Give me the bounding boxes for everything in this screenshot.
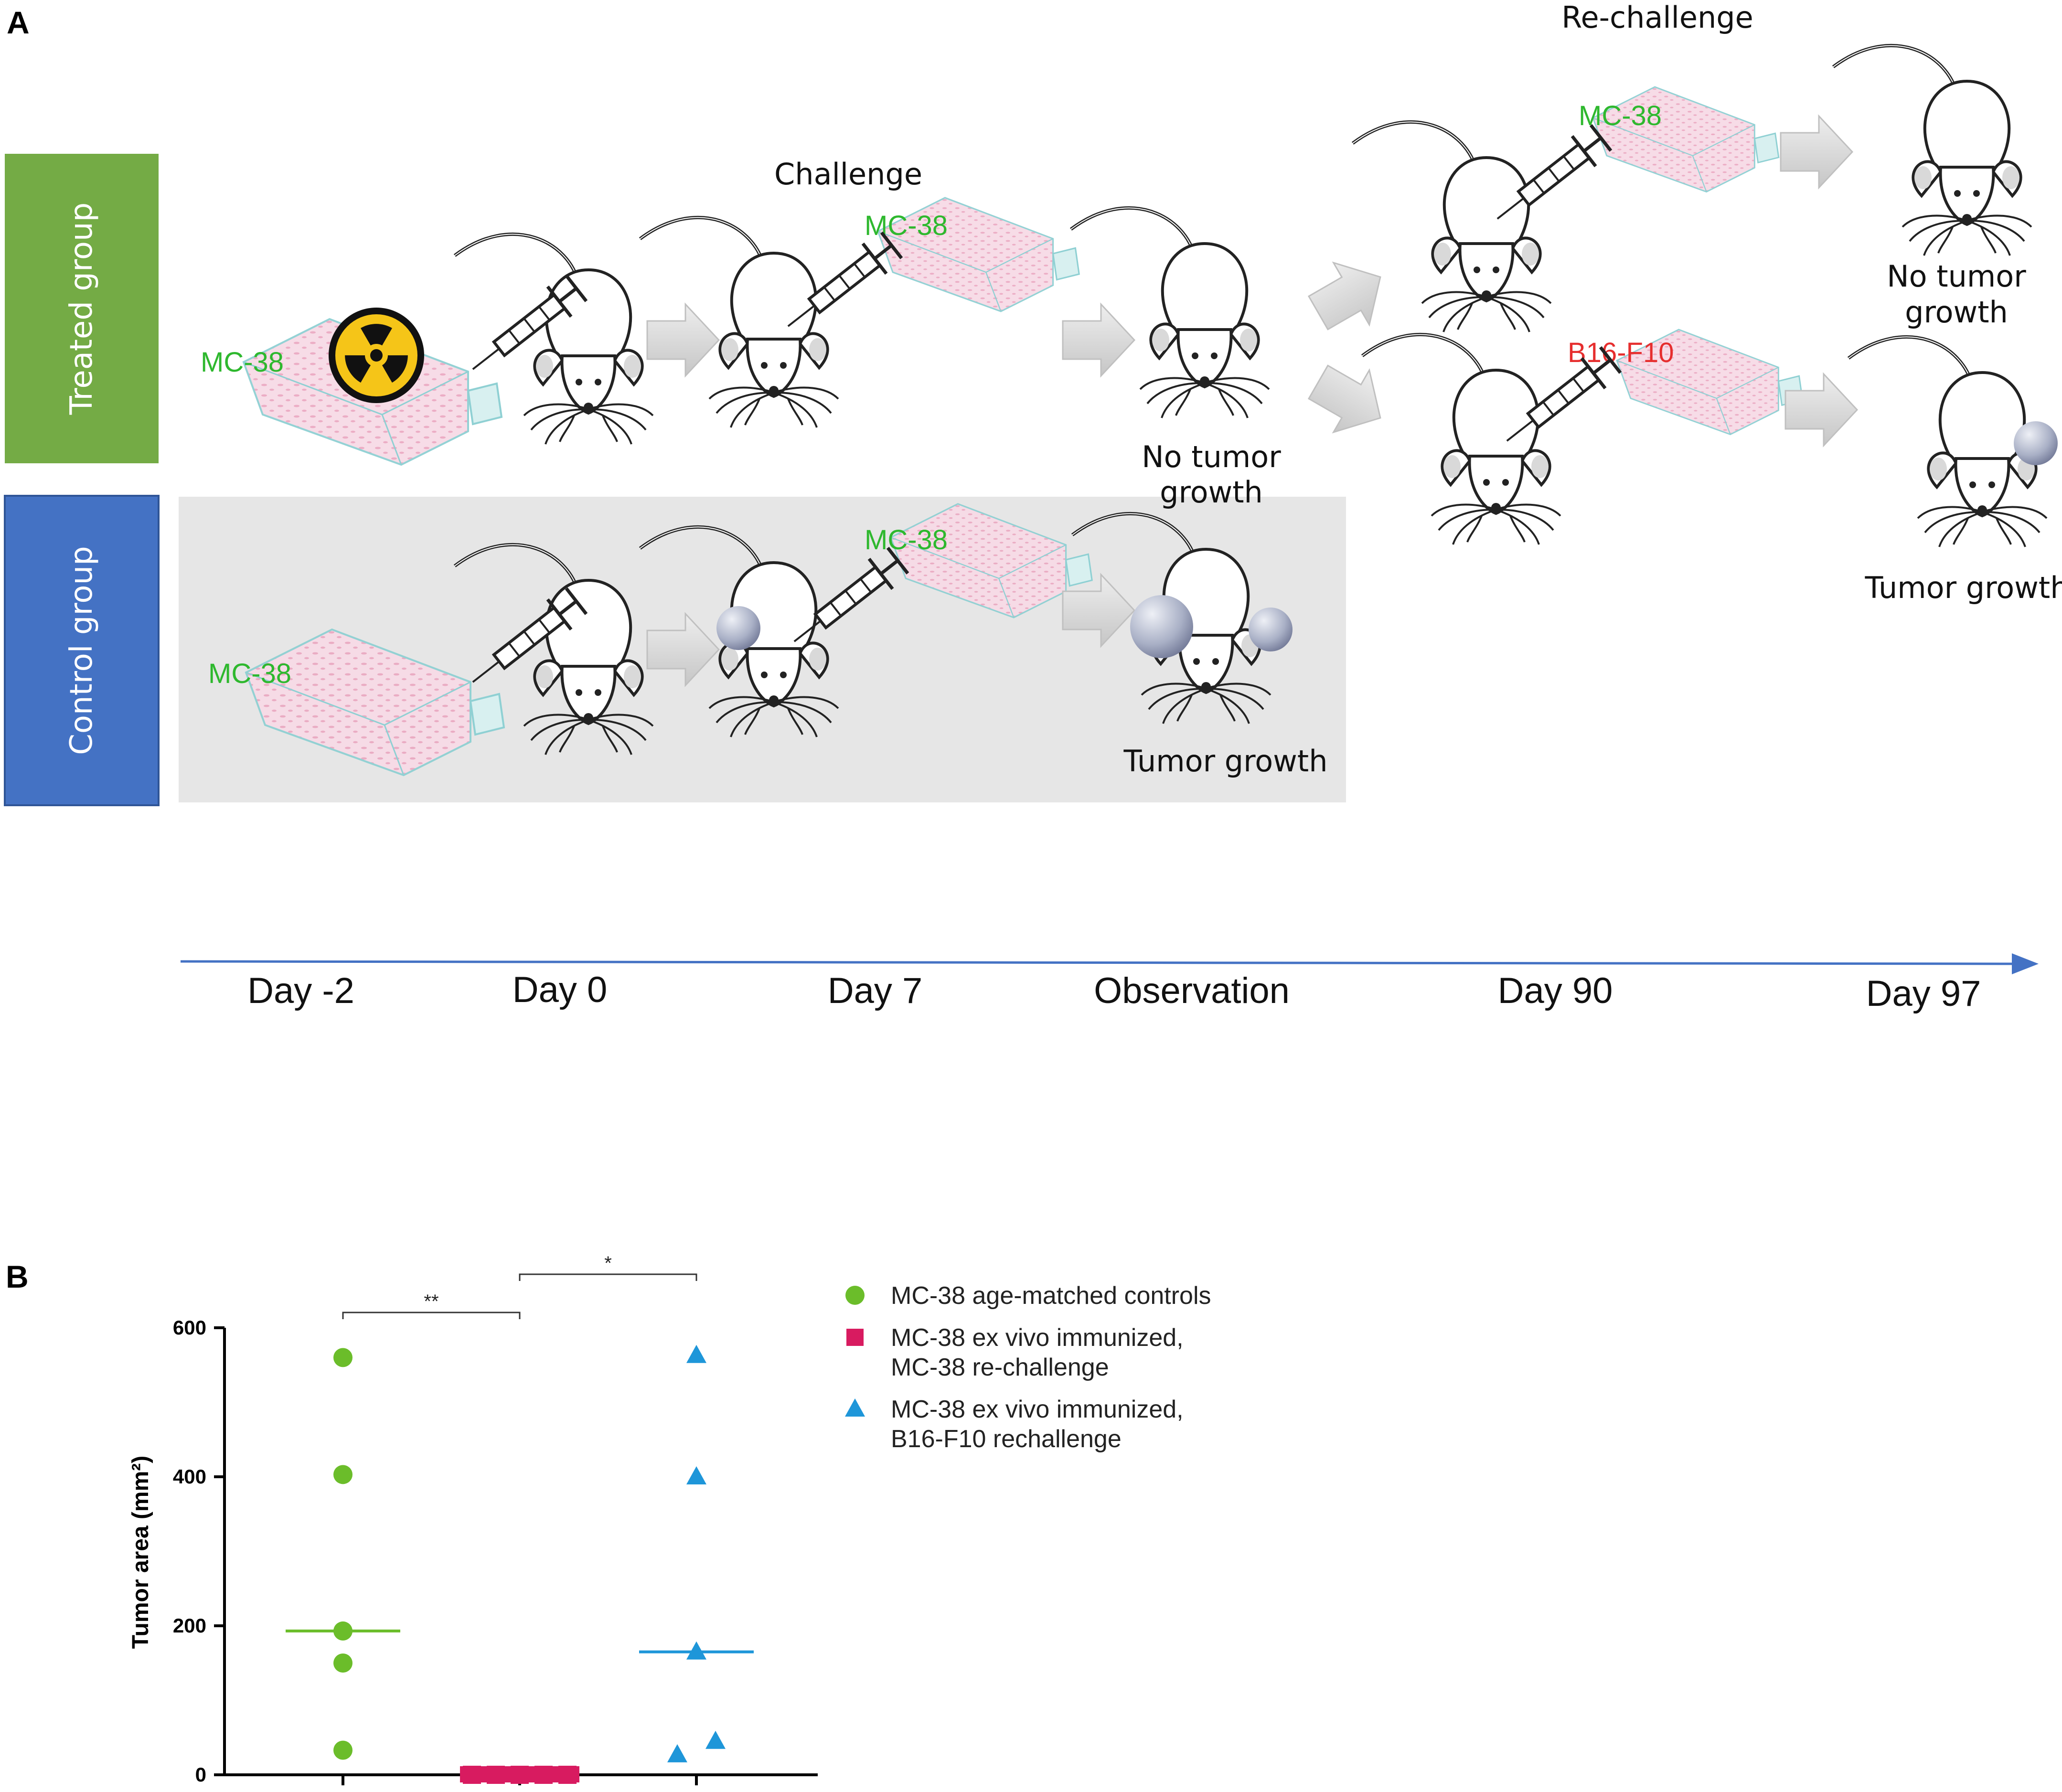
point-age-matched-controls bbox=[333, 1740, 353, 1760]
no-tumor-obs-line2: growth bbox=[1160, 475, 1263, 510]
tumor-day97-b16 bbox=[2014, 421, 2058, 465]
point-age-matched-controls bbox=[333, 1465, 353, 1484]
point-age-matched-controls bbox=[333, 1621, 353, 1641]
y-tick-label: 200 bbox=[173, 1614, 206, 1637]
tumor-control-large bbox=[1130, 595, 1193, 658]
timeline-line bbox=[180, 960, 2012, 965]
legend-label: MC-38 ex vivo immunized, bbox=[891, 1396, 1184, 1423]
no-tumor-obs-line1: No tumor bbox=[1142, 439, 1281, 474]
control-group-box: Control group bbox=[4, 495, 160, 806]
radiation-icon bbox=[329, 308, 424, 403]
control-group-label: Control group bbox=[64, 546, 99, 755]
tumor-control-day7 bbox=[716, 606, 760, 650]
y-axis-label: Tumor area (mm²) bbox=[128, 1456, 153, 1649]
legend-marker-circle bbox=[845, 1286, 865, 1305]
tumor-growth-observation: Tumor growth bbox=[1123, 744, 1327, 779]
arrow-treated-2 bbox=[1062, 303, 1135, 377]
y-tick-label: 400 bbox=[173, 1465, 206, 1488]
significance-label: ** bbox=[424, 1291, 438, 1312]
legend-marker-square bbox=[846, 1329, 864, 1346]
point-age-matched-controls bbox=[333, 1348, 353, 1367]
point-b16-rechallenge bbox=[705, 1730, 726, 1749]
legend-label: B16-F10 rechallenge bbox=[891, 1425, 1122, 1453]
mouse-rechallenge-b16 bbox=[1362, 334, 1560, 544]
legend-marker-triangle bbox=[845, 1398, 865, 1417]
point-mc38-rechallenge bbox=[463, 1766, 481, 1784]
control-group-background bbox=[4, 495, 160, 806]
point-mc38-rechallenge bbox=[511, 1766, 529, 1784]
treated-group-box: Treated group bbox=[5, 154, 159, 463]
significance-bracket bbox=[519, 1273, 697, 1281]
point-age-matched-controls bbox=[333, 1653, 353, 1673]
point-b16-rechallenge bbox=[667, 1744, 687, 1762]
treated-group-background bbox=[5, 154, 159, 463]
mc38-label-control: MC-38 bbox=[208, 658, 291, 689]
panel-b-label: B bbox=[6, 1259, 29, 1294]
legend-label: MC-38 age-matched controls bbox=[891, 1282, 1211, 1310]
y-tick-label: 0 bbox=[195, 1763, 206, 1786]
point-mc38-rechallenge bbox=[558, 1766, 577, 1784]
point-mc38-rechallenge bbox=[534, 1766, 553, 1784]
legend-label: MC-38 ex vivo immunized, bbox=[891, 1324, 1184, 1352]
arrow-rechallenge-mc38 bbox=[1780, 115, 1853, 189]
mc38-label-challenge-treated: MC-38 bbox=[865, 210, 948, 241]
no-tumor-day97-line2: growth bbox=[1905, 295, 2008, 330]
timeline-day90: Day 90 bbox=[1498, 971, 1613, 1011]
mc38-label-treated: MC-38 bbox=[201, 347, 284, 378]
significance-label: * bbox=[604, 1253, 612, 1274]
point-b16-rechallenge bbox=[686, 1344, 706, 1363]
significance-bracket bbox=[342, 1312, 521, 1319]
y-tick-label: 600 bbox=[173, 1316, 206, 1339]
no-tumor-day97-line1: No tumor bbox=[1887, 259, 2026, 294]
panel-a-label: A bbox=[7, 5, 30, 40]
challenge-title: Challenge bbox=[774, 157, 922, 192]
arrow-treated-1 bbox=[646, 303, 720, 377]
tumor-control-small bbox=[1249, 608, 1293, 651]
treated-group-label: Treated group bbox=[64, 203, 99, 416]
mc38-label-challenge-control: MC-38 bbox=[865, 524, 948, 555]
timeline: Day -2 Day 0 Day 7 Observation Day 90 Da… bbox=[180, 953, 2039, 1014]
tumor-growth-day97: Tumor growth bbox=[1864, 570, 2062, 605]
b16-label: B16-F10 bbox=[1568, 337, 1674, 368]
timeline-day0: Day 0 bbox=[513, 970, 608, 1010]
timeline-day-minus2: Day -2 bbox=[247, 971, 354, 1011]
point-b16-rechallenge bbox=[686, 1641, 706, 1660]
point-b16-rechallenge bbox=[686, 1466, 706, 1484]
mouse-day97-mc38 bbox=[1833, 45, 2031, 256]
mouse-rechallenge-mc38 bbox=[1353, 122, 1551, 332]
timeline-arrowhead bbox=[2012, 953, 2039, 974]
arrow-branch-up bbox=[1300, 245, 1399, 345]
timeline-day97: Day 97 bbox=[1866, 973, 1981, 1014]
timeline-day7: Day 7 bbox=[828, 971, 923, 1011]
point-mc38-rechallenge bbox=[487, 1766, 505, 1784]
legend-label: MC-38 re-challenge bbox=[891, 1354, 1109, 1381]
arrow-branch-down bbox=[1300, 350, 1399, 450]
rechallenge-title: Re-challenge bbox=[1561, 0, 1753, 35]
timeline-observation: Observation bbox=[1094, 971, 1290, 1011]
